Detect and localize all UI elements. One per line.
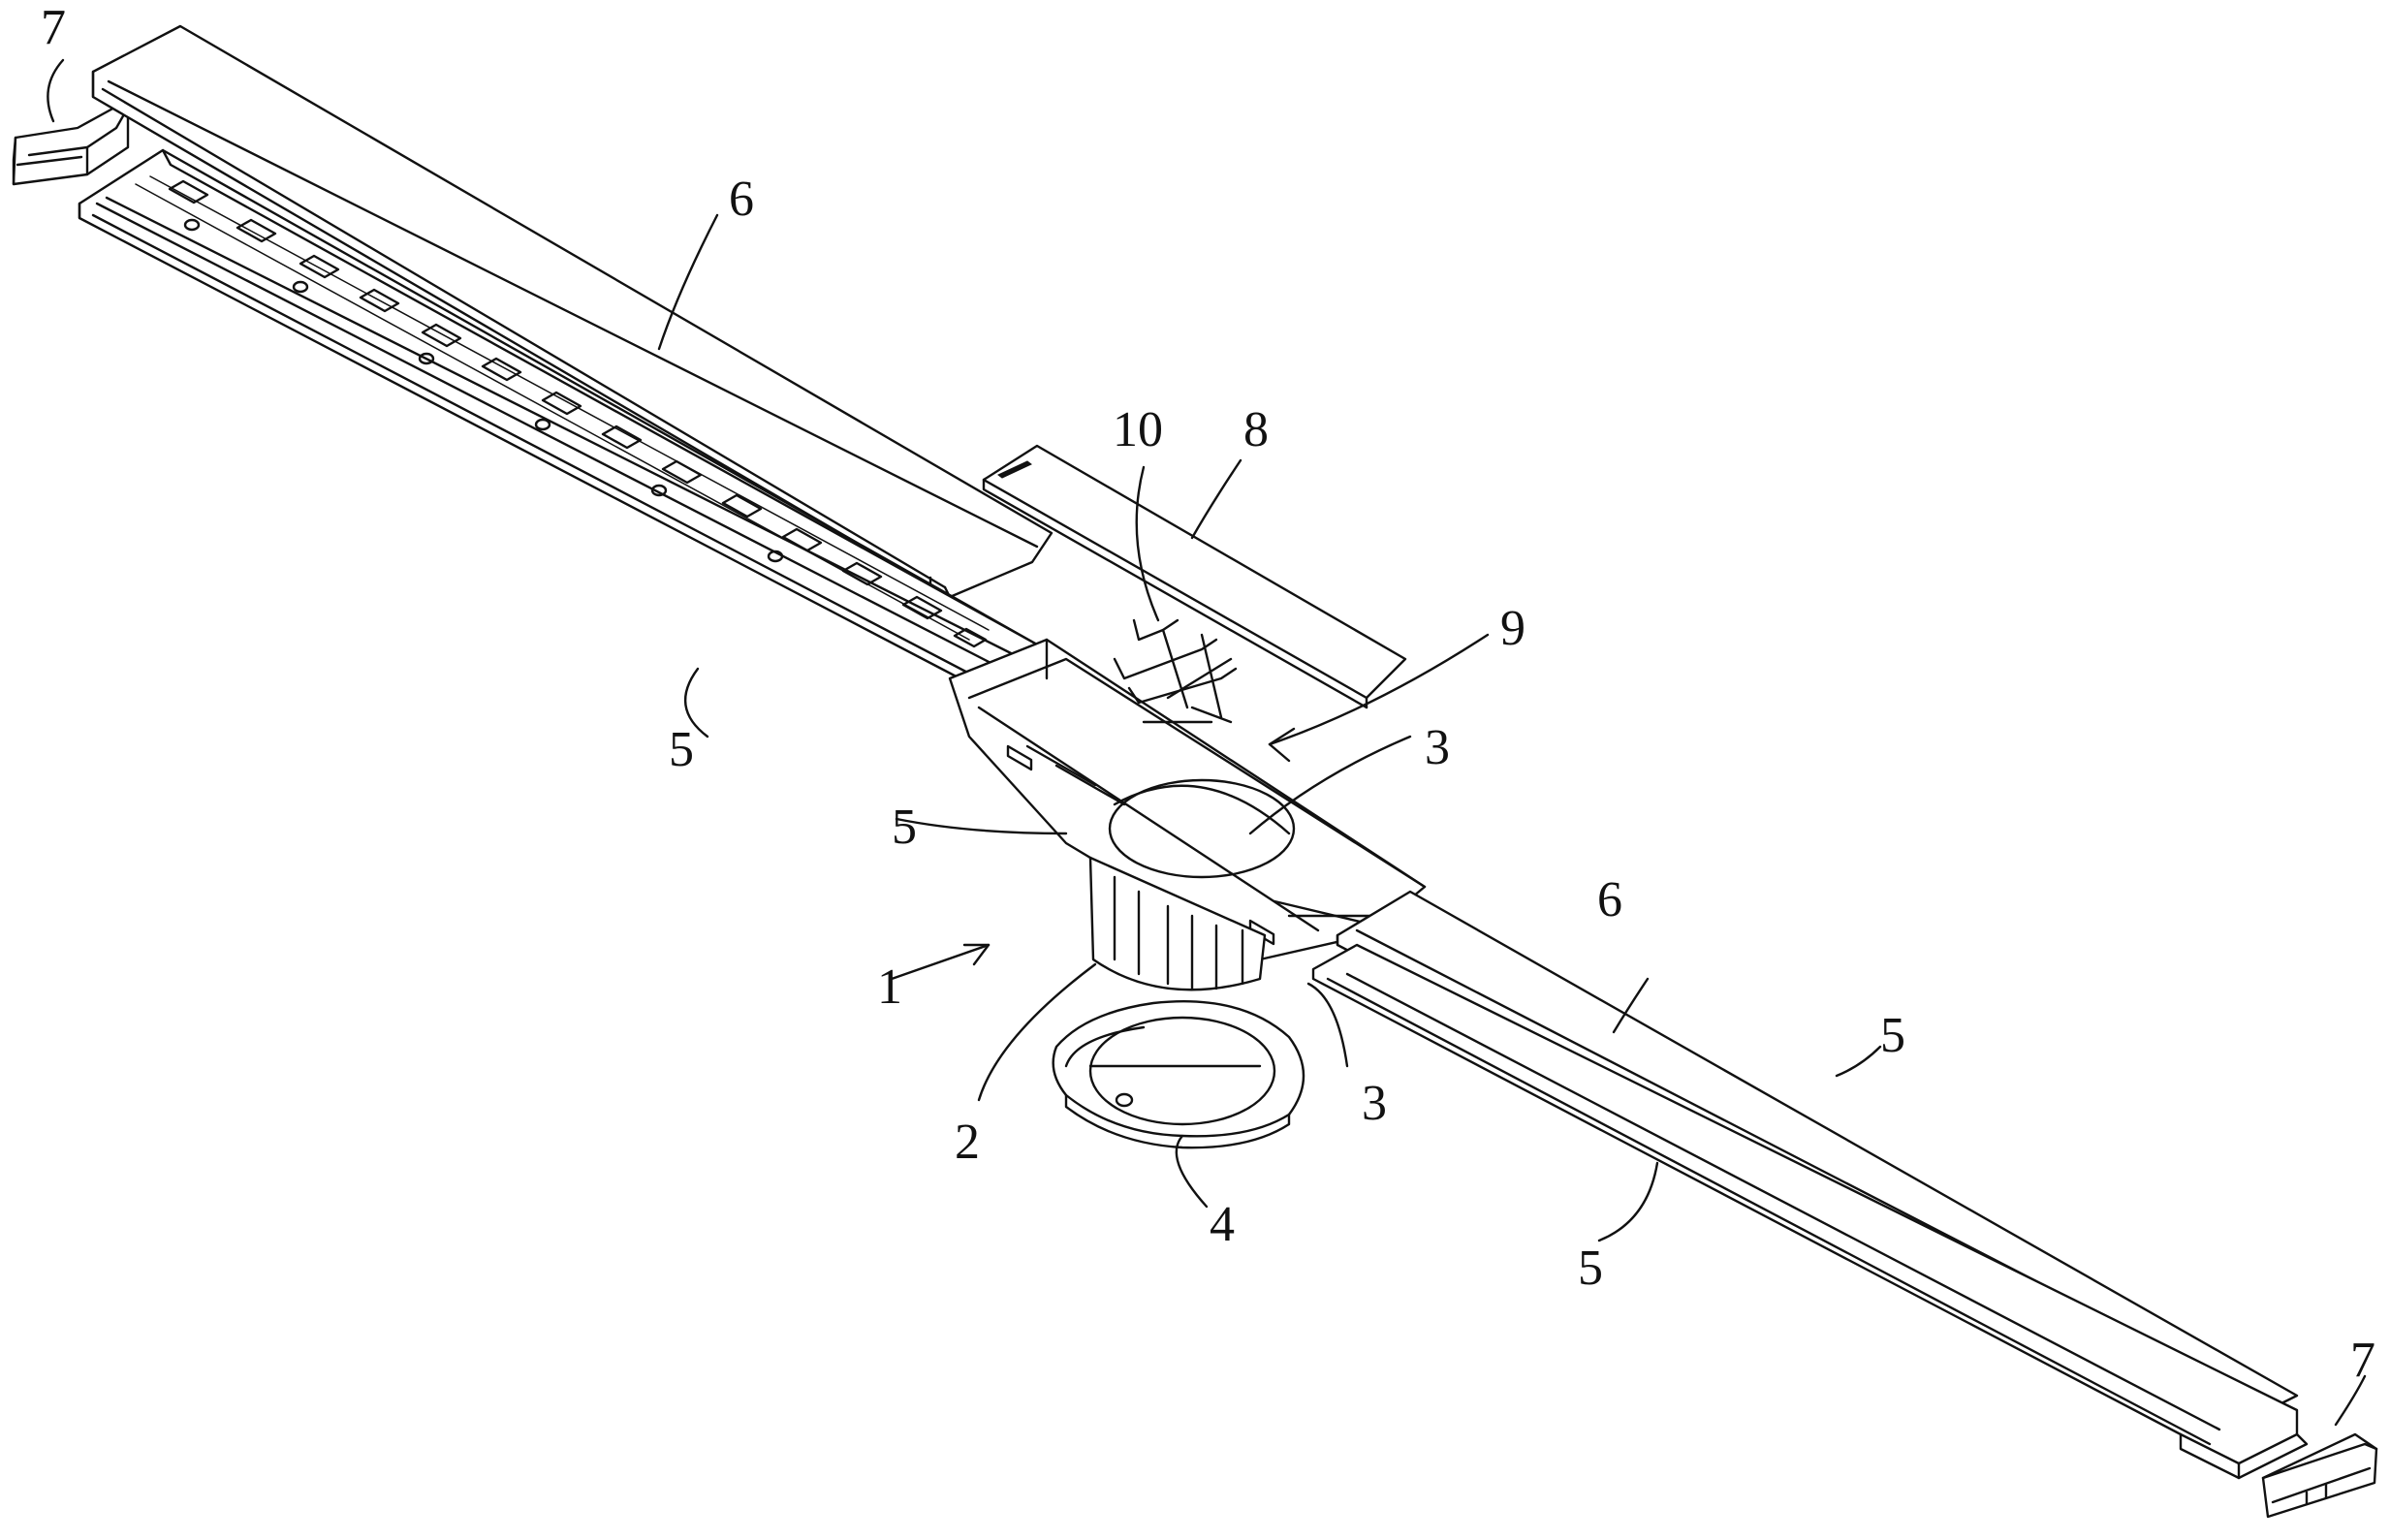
label-channel-right-upper: 5 bbox=[1880, 1008, 1905, 1063]
flange bbox=[1052, 1000, 1305, 1149]
channel-right bbox=[1311, 943, 2309, 1480]
label-cover-left: 6 bbox=[729, 172, 754, 227]
drain-body bbox=[948, 638, 1427, 961]
label-arrow-insert: 9 bbox=[1500, 601, 1525, 656]
label-grate-cover: 8 bbox=[1243, 402, 1269, 457]
label-body-lower: 3 bbox=[1362, 1076, 1387, 1131]
label-channel-right-lower: 5 bbox=[1578, 1241, 1603, 1296]
grate-cover bbox=[982, 444, 1407, 709]
label-insert: 10 bbox=[1113, 402, 1163, 457]
channel-holes bbox=[183, 218, 784, 563]
drain-outlet bbox=[1088, 856, 1267, 991]
label-end-cap-right: 7 bbox=[2350, 1333, 2375, 1388]
reference-labels: 7 6 10 8 9 3 5 5 1 2 3 4 6 5 5 7 bbox=[41, 0, 2375, 1388]
leader-lines bbox=[47, 58, 2367, 1427]
label-cover-right: 6 bbox=[1597, 872, 1622, 927]
cover-plate-left bbox=[91, 24, 1053, 599]
label-outlet: 2 bbox=[955, 1115, 980, 1170]
label-flange: 4 bbox=[1210, 1197, 1235, 1252]
channel-slots bbox=[168, 179, 988, 648]
end-cap-right bbox=[2261, 1432, 2378, 1519]
end-cap-left bbox=[12, 105, 130, 186]
odor-trap-insert bbox=[1113, 618, 1238, 724]
label-channel-inner: 5 bbox=[892, 800, 917, 855]
label-drain: 1 bbox=[877, 959, 902, 1015]
label-body: 3 bbox=[1425, 720, 1450, 775]
channel-left bbox=[78, 148, 1039, 685]
label-end-cap-left: 7 bbox=[41, 0, 66, 55]
label-channel-left: 5 bbox=[669, 722, 694, 777]
